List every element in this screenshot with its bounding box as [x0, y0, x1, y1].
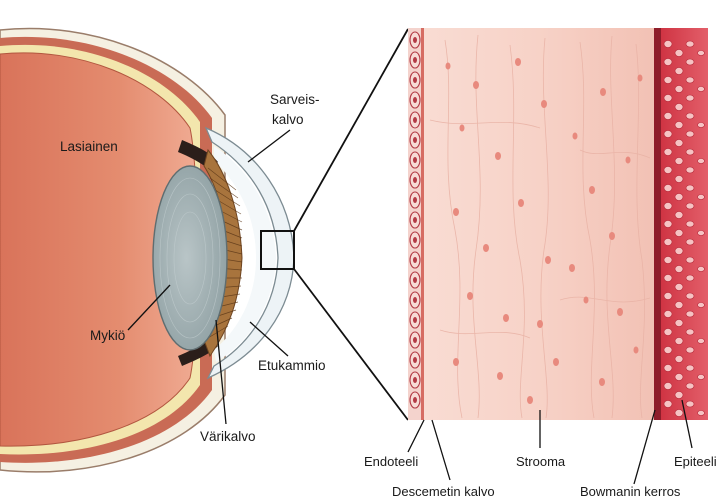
leader-descemet	[432, 420, 450, 480]
label-stroma: Strooma	[516, 454, 566, 469]
zoom-line-bottom	[294, 269, 408, 420]
label-endothelium: Endoteeli	[364, 454, 418, 469]
label-anterior-chamber: Etukammio	[258, 358, 326, 373]
eye-cross-section	[0, 28, 294, 471]
label-cornea-line2: kalvo	[272, 112, 304, 127]
cornea-layers-detail	[408, 28, 708, 420]
label-cornea-line1: Sarveis-	[270, 92, 320, 107]
label-iris: Värikalvo	[200, 429, 256, 444]
leader-endothelium	[408, 420, 424, 452]
leader-cornea	[248, 130, 290, 162]
label-epithelium: Epiteeli	[674, 454, 717, 469]
zoom-line-top	[294, 29, 408, 231]
leader-bowman	[634, 410, 655, 484]
bowman-layer	[654, 28, 661, 420]
label-bowman: Bowmanin kerros	[580, 484, 681, 499]
label-lens: Mykiö	[90, 328, 125, 343]
label-descemet: Descemetin kalvo	[392, 484, 495, 499]
label-vitreous: Lasiainen	[60, 139, 118, 154]
